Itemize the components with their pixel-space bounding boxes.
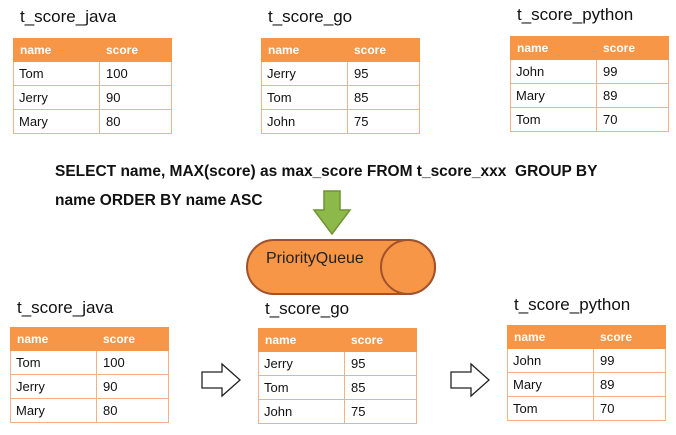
cell-score: 70: [596, 107, 669, 132]
cell-score: 89: [593, 372, 666, 397]
cell-score: 90: [96, 374, 169, 399]
cell-score: 85: [344, 375, 417, 400]
sql-line-1: SELECT name, MAX(score) as max_score FRO…: [55, 163, 598, 180]
cell-name: Jerry: [10, 374, 97, 399]
cell-score: 70: [593, 396, 666, 421]
priority-queue-label: PriorityQueue: [266, 250, 364, 267]
column-header-score: score: [596, 36, 669, 60]
cell-name: Jerry: [258, 351, 345, 376]
column-header-name: name: [13, 38, 100, 62]
cell-name: John: [261, 109, 348, 134]
bottom-python-title: t_score_python: [514, 295, 631, 314]
cell-name: Mary: [13, 109, 100, 134]
top-python-title: t_score_python: [517, 5, 634, 24]
cell-name: Mary: [507, 372, 594, 397]
cell-name: Tom: [258, 375, 345, 400]
down-arrow-icon: [312, 190, 352, 236]
cell-score: 95: [344, 351, 417, 376]
column-header-name: name: [258, 328, 345, 352]
column-header-name: name: [10, 327, 97, 351]
cell-name: Mary: [510, 83, 597, 108]
top-go-title: t_score_go: [268, 7, 353, 26]
column-header-name: name: [510, 36, 597, 60]
cell-score: 99: [596, 59, 669, 84]
cell-score: 80: [96, 398, 169, 423]
cell-score: 95: [347, 61, 420, 86]
bottom-go-title: t_score_go: [265, 299, 350, 318]
bottom-java-title: t_score_java: [17, 298, 114, 317]
top-java-title: t_score_java: [20, 7, 117, 26]
cell-score: 100: [96, 350, 169, 375]
cell-name: Tom: [13, 61, 100, 86]
cell-name: Tom: [10, 350, 97, 375]
cell-score: 80: [99, 109, 172, 134]
cell-score: 99: [593, 348, 666, 373]
cell-score: 90: [99, 85, 172, 110]
cell-name: Tom: [507, 396, 594, 421]
cell-score: 100: [99, 61, 172, 86]
sql-query: SELECT name, MAX(score) as max_score FRO…: [55, 157, 655, 215]
column-header-score: score: [347, 38, 420, 62]
cell-score: 89: [596, 83, 669, 108]
cell-name: John: [258, 399, 345, 424]
cell-name: Jerry: [13, 85, 100, 110]
cell-score: 75: [347, 109, 420, 134]
priority-queue-cylinder: [246, 239, 436, 295]
cell-score: 85: [347, 85, 420, 110]
cell-name: John: [507, 348, 594, 373]
column-header-name: name: [261, 38, 348, 62]
column-header-score: score: [593, 325, 666, 349]
cell-name: Tom: [261, 85, 348, 110]
right-arrow-icon: [201, 362, 241, 398]
cell-name: Tom: [510, 107, 597, 132]
column-header-score: score: [99, 38, 172, 62]
cell-name: Jerry: [261, 61, 348, 86]
right-arrow-icon: [450, 362, 490, 398]
cell-name: Mary: [10, 398, 97, 423]
column-header-score: score: [96, 327, 169, 351]
sql-line-2: name ORDER BY name ASC: [55, 192, 263, 209]
column-header-name: name: [507, 325, 594, 349]
cell-name: John: [510, 59, 597, 84]
column-header-score: score: [344, 328, 417, 352]
cell-score: 75: [344, 399, 417, 424]
